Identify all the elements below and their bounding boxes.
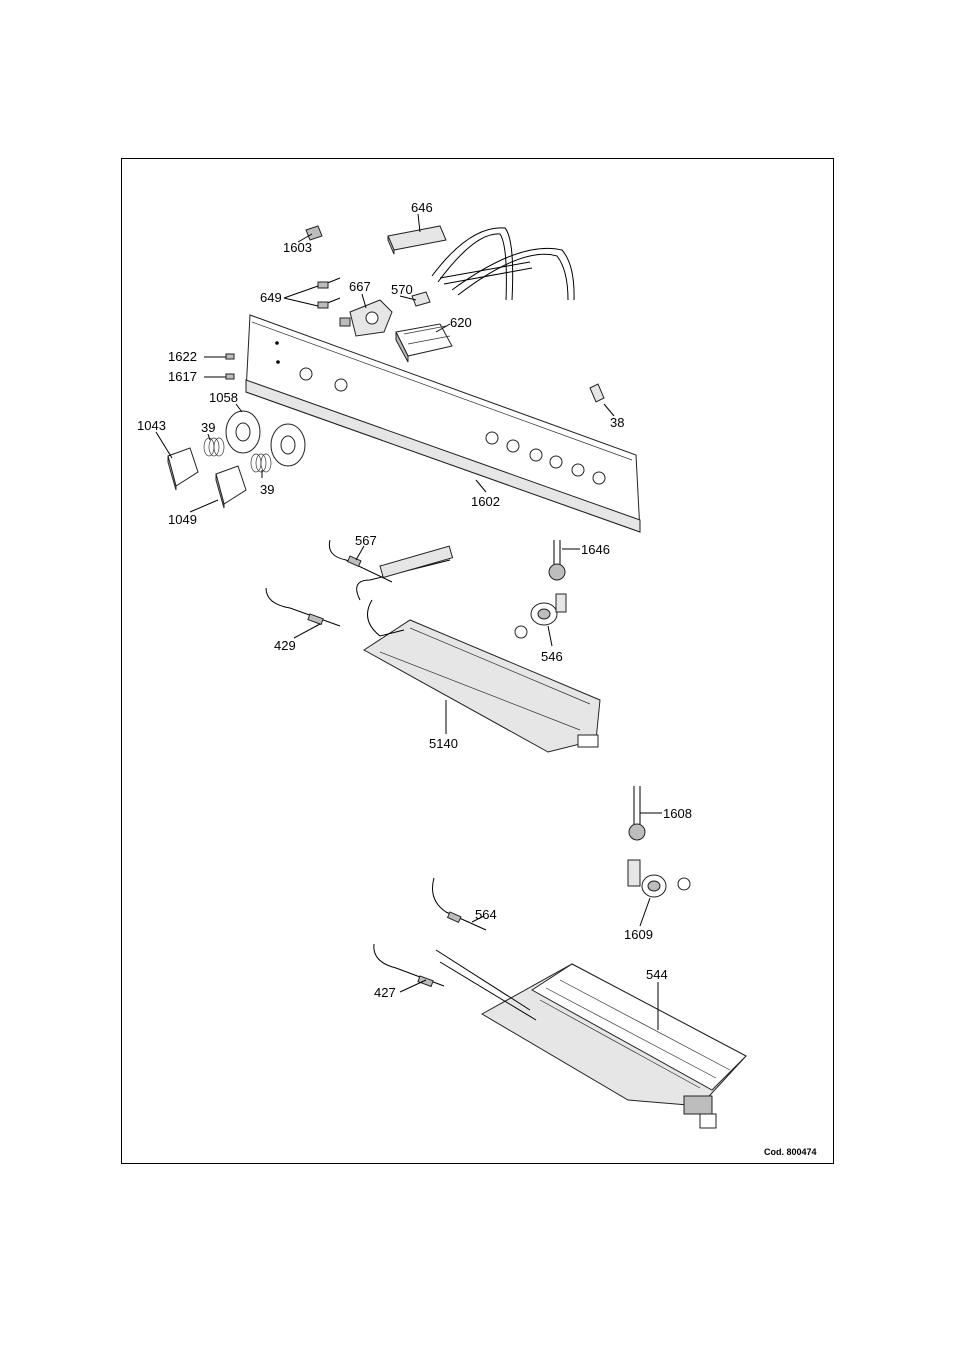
label-544: 544 xyxy=(646,967,668,982)
leader-lines xyxy=(155,213,662,1030)
label-570: 570 xyxy=(391,282,413,297)
part-646-box xyxy=(387,225,447,255)
part-1058-discs xyxy=(225,410,306,467)
label-1608: 1608 xyxy=(663,806,692,821)
label-39-upper: 39 xyxy=(201,420,215,435)
label-1646: 1646 xyxy=(581,542,610,557)
part-38-clip xyxy=(589,383,605,403)
label-1622: 1622 xyxy=(168,349,197,364)
grill-544 xyxy=(435,949,747,1129)
part-1043-knob xyxy=(167,447,199,491)
label-646: 646 xyxy=(411,200,433,215)
part-429-probe xyxy=(265,587,341,627)
label-1602: 1602 xyxy=(471,494,500,509)
label-546: 546 xyxy=(541,649,563,664)
label-567: 567 xyxy=(355,533,377,548)
part-620-switch xyxy=(395,323,453,363)
label-5140: 5140 xyxy=(429,736,458,751)
label-564: 564 xyxy=(475,907,497,922)
drawing-code: Cod. 800474 xyxy=(764,1147,817,1157)
label-1603: 1603 xyxy=(283,240,312,255)
diagram-frame xyxy=(121,158,834,1164)
label-1049: 1049 xyxy=(168,512,197,527)
label-620: 620 xyxy=(450,315,472,330)
part-labels: 646 1603 649 667 570 620 1622 1617 1058 … xyxy=(137,200,817,1157)
part-546-fitting xyxy=(514,593,567,639)
label-427: 427 xyxy=(374,985,396,1000)
label-667: 667 xyxy=(349,279,371,294)
part-1609-fitting xyxy=(627,859,691,898)
burner-5140 xyxy=(356,545,601,753)
label-649: 649 xyxy=(260,290,282,305)
part-39-springs xyxy=(203,437,272,473)
part-1608-tube xyxy=(628,786,646,841)
part-649-pins xyxy=(317,277,341,309)
part-564-probe xyxy=(432,877,487,931)
label-38: 38 xyxy=(610,415,624,430)
part-570-fitting xyxy=(411,291,431,307)
screws xyxy=(225,353,235,380)
part-1049-knob xyxy=(215,465,247,509)
label-429: 429 xyxy=(274,638,296,653)
label-39-lower: 39 xyxy=(260,482,274,497)
label-1617: 1617 xyxy=(168,369,197,384)
part-567-probe xyxy=(328,539,393,583)
part-667-valve xyxy=(339,299,393,337)
part-1646-tube xyxy=(548,540,566,581)
label-1058: 1058 xyxy=(209,390,238,405)
label-1043: 1043 xyxy=(137,418,166,433)
control-panel-1602 xyxy=(245,314,641,533)
label-1609: 1609 xyxy=(624,927,653,942)
part-427-probe xyxy=(373,943,445,988)
part-1603-clip xyxy=(305,225,323,241)
tubes xyxy=(431,227,575,301)
